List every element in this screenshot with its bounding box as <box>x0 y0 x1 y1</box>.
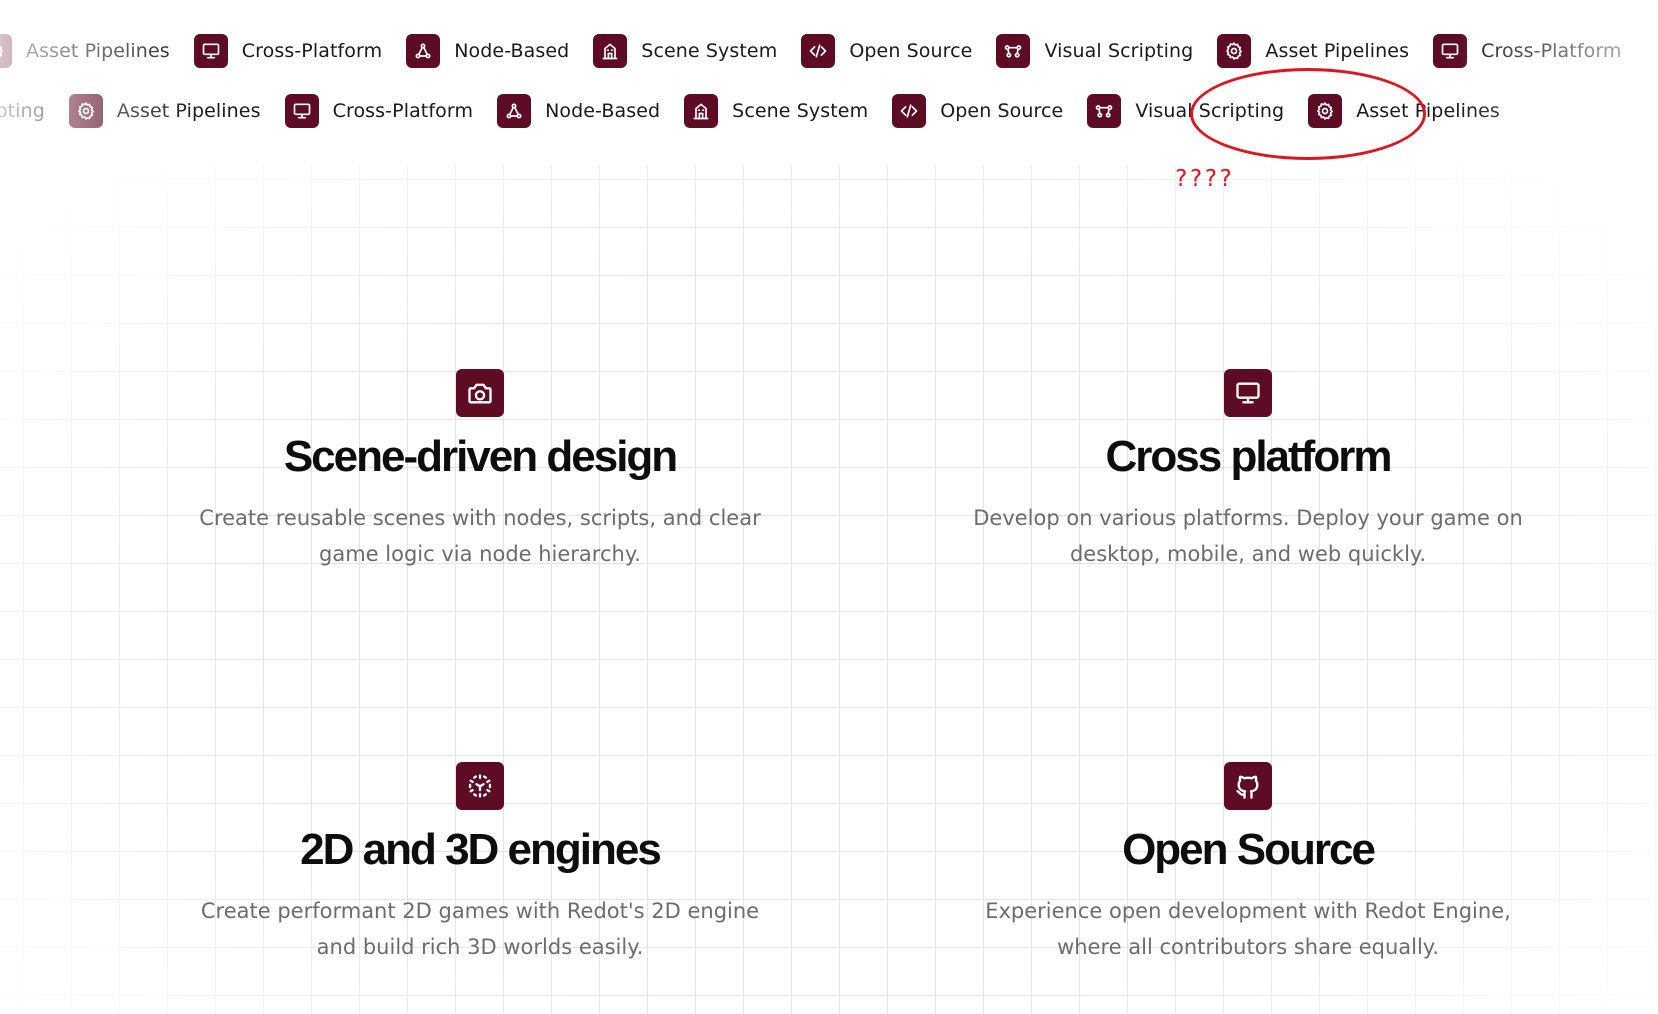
gear-icon <box>1308 94 1343 128</box>
chip-label: Visual Scripting <box>1135 100 1285 122</box>
nodes-icon <box>497 94 532 128</box>
chip-label: Cross-Platform <box>1481 40 1622 62</box>
monitor-icon <box>193 34 228 68</box>
chip-scene-system: Scene System <box>593 29 777 73</box>
feature-title: Open Source <box>1122 825 1376 874</box>
chip-label: Asset Pipelines <box>1356 100 1500 122</box>
github-icon <box>1224 762 1272 810</box>
graph-icon <box>1087 94 1122 128</box>
feature-marquee-row-2: Visual Scripting Asset Pipelines Cross-P… <box>0 89 1658 133</box>
feature-2d-3d-engines: 2D and 3D engines Create performant 2D g… <box>160 762 800 965</box>
grid-background <box>0 165 1658 1014</box>
chip-cross-platform: Cross-Platform <box>284 89 474 133</box>
marquee-track: Asset Pipelines Cross-Platform Node-Base… <box>0 29 1646 73</box>
chip-label: Open Source <box>940 100 1064 122</box>
chip-open-source: Open Source <box>801 29 972 73</box>
camera-icon <box>456 369 504 417</box>
monitor-icon <box>284 94 319 128</box>
chip-visual-scripting: Visual Scripting <box>0 89 45 133</box>
scene-icon <box>593 34 628 68</box>
chip-label: Node-Based <box>545 100 661 122</box>
feature-description: Develop on various platforms. Deploy you… <box>973 505 1523 566</box>
chip-open-source: Open Source <box>892 89 1063 133</box>
monitor-icon <box>1433 34 1468 68</box>
nodes-icon <box>406 34 441 68</box>
feature-description: Experience open development with Redot E… <box>985 898 1511 959</box>
scene-icon <box>684 94 719 128</box>
chip-visual-scripting: Visual Scripting <box>996 29 1193 73</box>
chip-label: Cross-Platform <box>332 100 474 122</box>
feature-description: Create performant 2D games with Redot's … <box>200 898 760 959</box>
chip-label: Asset Pipelines <box>26 40 170 62</box>
chip-asset-pipelines: Asset Pipelines <box>1308 89 1500 133</box>
feature-open-source: Open Source Experience open development … <box>928 762 1568 965</box>
chip-label: Cross-Platform <box>241 40 383 62</box>
chip-cross-platform: Cross-Platform <box>193 29 383 73</box>
feature-description: Create reusable scenes with nodes, scrip… <box>199 505 761 566</box>
feature-marquee-row-1: Asset Pipelines Cross-Platform Node-Base… <box>0 29 1658 73</box>
chip-label: Scene System <box>641 40 778 62</box>
chip-asset-pipelines: Asset Pipelines <box>68 89 261 133</box>
gear-icon <box>0 34 12 68</box>
chip-visual-scripting-highlighted: Visual Scripting <box>1087 89 1284 133</box>
chip-node-based: Node-Based <box>497 89 660 133</box>
graph-icon <box>996 34 1031 68</box>
chip-label: Visual Scripting <box>0 100 45 122</box>
gear-icon <box>1217 34 1252 68</box>
feature-title: Scene-driven design <box>283 432 678 481</box>
chip-asset-pipelines: Asset Pipelines <box>0 29 170 73</box>
marquee-track: Visual Scripting Asset Pipelines Cross-P… <box>0 89 1524 133</box>
chip-label: Node-Based <box>454 40 570 62</box>
code-icon <box>892 94 927 128</box>
chip-scene-system: Scene System <box>684 89 868 133</box>
monitor-icon <box>1224 369 1272 417</box>
annotation-text: ???? <box>1174 166 1234 192</box>
feature-scene-driven-design: Scene-driven design Create reusable scen… <box>160 369 800 572</box>
feature-title: Cross platform <box>1105 432 1393 481</box>
chip-node-based: Node-Based <box>406 29 569 73</box>
chip-label: Visual Scripting <box>1044 40 1194 62</box>
chip-asset-pipelines: Asset Pipelines <box>1217 29 1409 73</box>
feature-cross-platform: Cross platform Develop on various platfo… <box>928 369 1568 572</box>
chip-label: Asset Pipelines <box>1265 40 1410 62</box>
feature-title: 2D and 3D engines <box>300 825 662 874</box>
code-icon <box>801 34 836 68</box>
chip-label: Asset Pipelines <box>116 100 261 122</box>
chip-cross-platform: Cross-Platform <box>1433 29 1621 73</box>
chip-label: Scene System <box>732 100 869 122</box>
gear-icon <box>68 94 103 128</box>
chip-label: Open Source <box>849 40 973 62</box>
cube-dashed-icon <box>456 762 504 810</box>
